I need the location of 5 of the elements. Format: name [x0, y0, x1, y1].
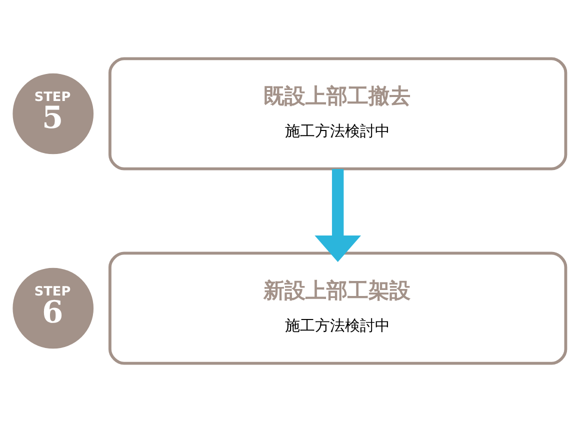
node-circle: STEP 5 [12, 73, 94, 154]
arrow [314, 168, 361, 262]
node-circle: STEP 6 [12, 268, 94, 349]
node-box: 既設上部工撤去 施工方法検討中 [108, 57, 568, 170]
node-box: 新設上部工架設 施工方法検討中 [108, 252, 568, 365]
